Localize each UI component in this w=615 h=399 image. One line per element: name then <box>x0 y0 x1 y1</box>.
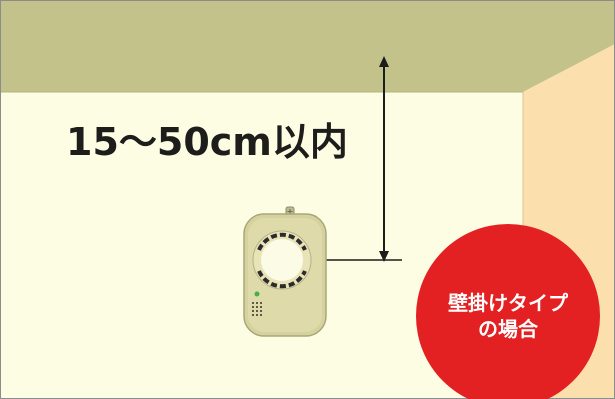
ceiling <box>0 0 615 92</box>
distance-label: 15～50cm以内 <box>66 120 348 164</box>
badge-line-1: 壁掛けタイプ <box>448 291 568 315</box>
badge-line-2: の場合 <box>478 317 538 341</box>
badge-label: 壁掛けタイプ の場合 <box>416 290 600 342</box>
double-arrow-icon <box>379 56 389 262</box>
smoke-detector-icon <box>243 206 327 337</box>
badge-circle <box>416 224 600 399</box>
